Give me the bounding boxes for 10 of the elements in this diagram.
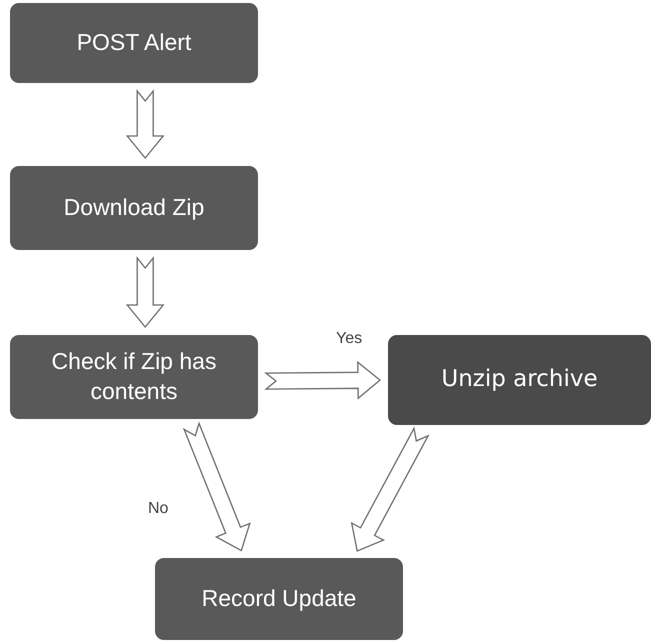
block-arrow xyxy=(182,421,251,552)
block-arrow xyxy=(126,89,165,160)
block-arrow xyxy=(264,360,382,400)
process-box: Record Update xyxy=(155,558,403,640)
block-arrow xyxy=(126,256,165,328)
process-box: Unzip archive xyxy=(388,335,651,425)
process-box: POST Alert xyxy=(10,3,258,83)
process-box: Download Zip xyxy=(10,166,258,250)
process-box: Check if Zip has contents xyxy=(10,335,258,419)
block-arrow xyxy=(350,426,430,552)
